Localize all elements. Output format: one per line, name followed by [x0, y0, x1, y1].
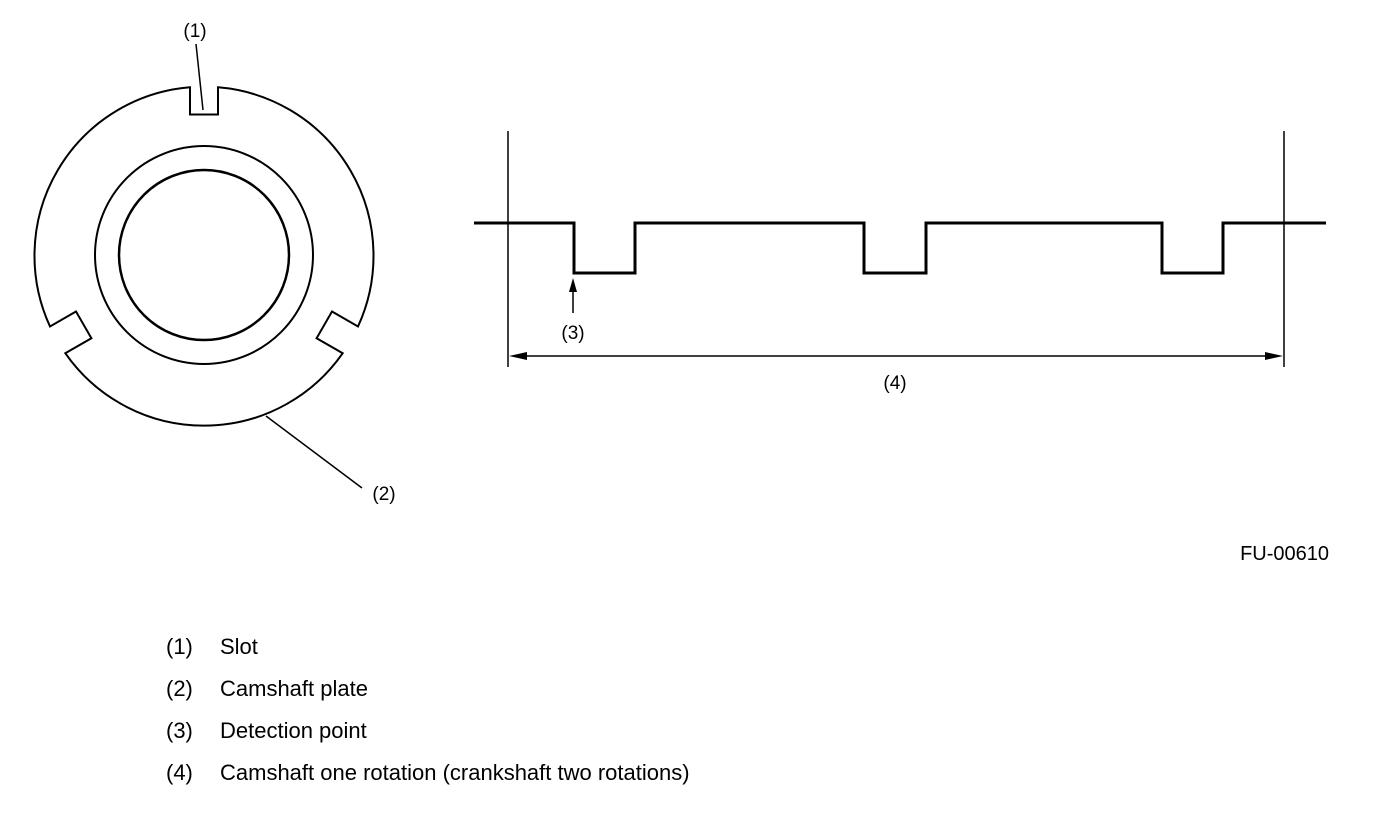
- camshaft-plate-bore: [117, 168, 291, 342]
- legend-text: Camshaft plate: [220, 676, 368, 701]
- camshaft-plate-illustration: (1) (2): [33, 21, 396, 505]
- legend-text: Detection point: [220, 718, 367, 743]
- legend-list: (1) Slot (2) Camshaft plate (3) Detectio…: [166, 632, 690, 800]
- camshaft-plate-outline: [33, 86, 375, 427]
- callout-3: (3): [561, 323, 584, 344]
- detection-point-arrowhead: [569, 278, 577, 292]
- callout-1: (1): [183, 21, 206, 42]
- legend-text: Slot: [220, 634, 258, 659]
- plate-leader-line: [265, 415, 363, 489]
- rotation-arrowhead-right: [1265, 352, 1283, 360]
- legend-text: Camshaft one rotation (crankshaft two ro…: [220, 760, 690, 785]
- signal-waveform-illustration: (3) (4): [474, 131, 1326, 394]
- legend-item-slot: (1) Slot: [166, 632, 690, 674]
- signal-waveform: [474, 221, 1326, 275]
- figure-code: FU-00610: [1240, 543, 1329, 565]
- callout-4: (4): [883, 373, 906, 394]
- legend-number: (2): [166, 676, 193, 701]
- legend-item-one-rotation: (4) Camshaft one rotation (crankshaft tw…: [166, 758, 690, 800]
- callout-2: (2): [372, 484, 395, 505]
- rotation-arrowhead-left: [509, 352, 527, 360]
- legend-number: (4): [166, 760, 193, 785]
- legend-number: (1): [166, 634, 193, 659]
- legend-item-detection-point: (3) Detection point: [166, 716, 690, 758]
- slot-leader-line: [195, 43, 204, 111]
- camshaft-plate-outer-ring: [94, 145, 314, 365]
- legend-number: (3): [166, 718, 193, 743]
- legend-item-camshaft-plate: (2) Camshaft plate: [166, 674, 690, 716]
